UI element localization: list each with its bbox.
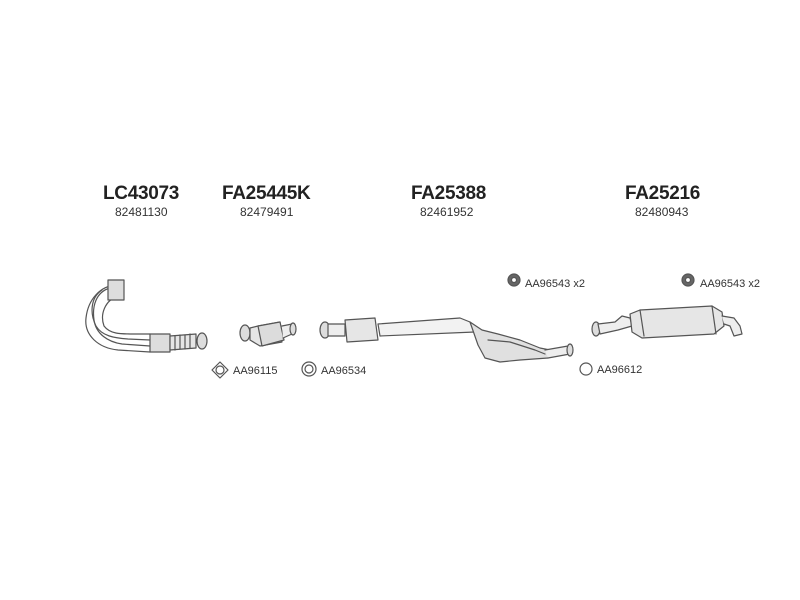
- part-number-catalytic-converter: FA25445K: [222, 183, 311, 204]
- rubber-mount-icon: [507, 273, 521, 287]
- gasket-triangle-icon: [211, 361, 229, 379]
- exhaust-manifold: [85, 279, 208, 353]
- gasket-ring-icon: [579, 362, 593, 376]
- rubber-mount-icon: [681, 273, 695, 287]
- accessory-label-rubber-mount-2: AA96543 x2: [700, 278, 760, 290]
- part-number-rear-silencer: FA25216: [625, 183, 701, 204]
- accessory-label-rubber-mount-1: AA96543 x2: [525, 278, 585, 290]
- catalytic-converter: [239, 321, 297, 347]
- ref-number-rear-silencer: 82480943: [635, 205, 689, 219]
- ref-number-manifold: 82481130: [115, 205, 168, 219]
- ref-number-catalytic-converter: 82479491: [240, 205, 294, 219]
- accessory-label-gasket-2: AA96534: [321, 365, 367, 377]
- rear-silencer: [591, 305, 743, 339]
- middle-silencer: [319, 317, 574, 363]
- accessory-label-gasket-3: AA96612: [597, 364, 643, 376]
- ref-number-middle-silencer: 82461952: [420, 205, 474, 219]
- gasket-ring-icon: [301, 361, 317, 377]
- part-number-manifold: LC43073: [103, 183, 180, 204]
- accessory-label-gasket-1: AA96115: [233, 365, 278, 377]
- part-number-middle-silencer: FA25388: [411, 183, 487, 204]
